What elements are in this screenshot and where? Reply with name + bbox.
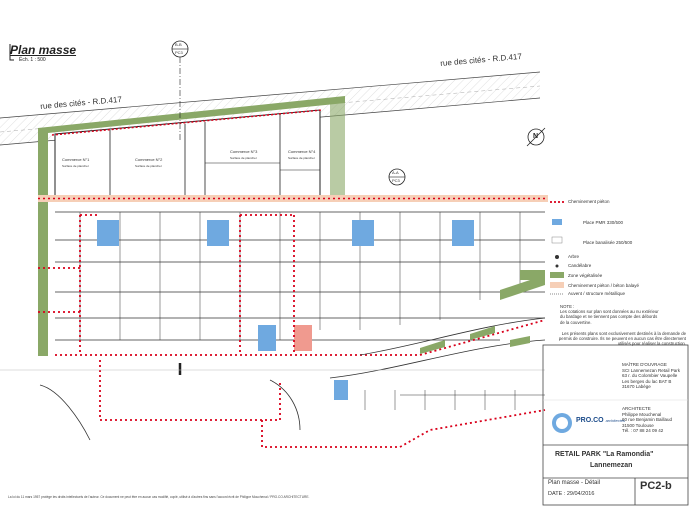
owner-line-3: Les berges du lac BAT B xyxy=(622,378,672,384)
scale-label: Éch. 1 : 500 xyxy=(19,57,46,63)
project-name: RETAIL PARK "La Ramondia" xyxy=(555,451,654,458)
logo-name: PRO.CO xyxy=(576,417,604,424)
disclaimer-line-1: Les présents plans sont exclusivement de… xyxy=(561,331,686,336)
green-band-left xyxy=(38,128,48,356)
owner-line-2: 63 r. du Colombier Vaupelle xyxy=(622,373,678,378)
owner-title: MAÎTRE D'OUVRAGE xyxy=(622,362,667,367)
architect-line-4: Tél. : 07 88 24 09 42 xyxy=(622,428,664,433)
architect-line-2: 60 rue Benjamin Baillaud xyxy=(622,417,673,422)
architect-line-1: Philippe Mouchenal xyxy=(622,411,662,417)
north-label: N xyxy=(533,133,539,140)
building-4-name: Commerce N°4 xyxy=(288,149,316,154)
architect-title: ARCHITECTE xyxy=(622,406,651,411)
copyright-footer: La loi du 11 mars 1957 protège les droit… xyxy=(8,495,310,499)
notes: NOTE : Les cotations sur plan sont donné… xyxy=(560,304,685,325)
disclaimer-line-3: utilisés pour réaliser la construction. xyxy=(617,341,686,347)
notes-line-1: Les cotations sur plan sont données au n… xyxy=(560,309,659,315)
legend-tree: Arbre xyxy=(568,254,580,259)
page-title: Plan masse xyxy=(10,43,77,57)
section-marker-right-letter: A-A xyxy=(392,170,399,175)
logo-text: PRO.CO architectes xyxy=(576,417,625,424)
legend-green-zone: Zone végétalisée xyxy=(568,273,603,278)
building-2-sub: Surface de plancher xyxy=(135,164,162,168)
building-4-sub: Surface de plancher xyxy=(288,156,315,160)
section-marker-right xyxy=(388,168,406,186)
notes-line-3: de la couvertine. xyxy=(560,319,592,325)
disclaimer-line-2: permis de construire. Ils ne peuvent en … xyxy=(558,336,686,342)
architect-logo xyxy=(552,413,572,433)
notes-line-2: du bardage et ne tiennent pas compte des… xyxy=(560,314,658,320)
green-band-top xyxy=(38,96,345,134)
owner-block: MAÎTRE D'OUVRAGE SCI Lannemezan Retail P… xyxy=(622,362,680,390)
building-2-name: Commerce N°2 xyxy=(135,157,163,162)
notes-head: NOTE : xyxy=(560,304,575,309)
legend-pmr: Place PMR 330/500 xyxy=(583,220,624,225)
project-city: Lannemezan xyxy=(590,462,633,469)
architect-block: ARCHITECTE Philippe Mouchenal 60 rue Ben… xyxy=(622,406,672,434)
sheet-title: Plan masse - Détail xyxy=(548,480,601,486)
owner-line-1: SCI Lannemezan Retail Park xyxy=(622,367,681,373)
legend-symbols xyxy=(550,201,565,295)
section-marker-right-ref: PC3 xyxy=(392,178,400,183)
sheet-date: DATE : 29/04/2016 xyxy=(548,491,595,497)
legend-standard-place: Place banalisée 250/500 xyxy=(583,240,633,245)
legend-pedestrian: Cheminement piéton xyxy=(568,199,610,204)
legend-awning: Auvent / structure métallique xyxy=(568,291,626,296)
logo-sub: architectes xyxy=(605,418,625,423)
section-marker-top-letter: B-B xyxy=(175,42,182,47)
architect-line-3: 31500 Toulouse xyxy=(622,422,654,428)
building-3-name: Commerce N°3 xyxy=(230,149,258,154)
owner-line-4: 31670 Labège xyxy=(622,384,651,389)
section-marker-top xyxy=(171,40,189,140)
legend-candelabra: Candélabre xyxy=(568,263,592,268)
sheet-code: PC2-b xyxy=(640,480,672,492)
building-1-sub: Surface de plancher xyxy=(62,164,89,168)
building-1-name: Commerce N°1 xyxy=(62,157,90,162)
building-3-sub: Surface de plancher xyxy=(230,156,257,160)
north-arrow-icon xyxy=(526,127,546,147)
notes-disclaimer: Les présents plans sont exclusivement de… xyxy=(548,331,686,347)
section-marker-top-ref: PC3 xyxy=(175,50,183,55)
legend-concrete-path: Cheminement piéton / béton balayé xyxy=(568,283,640,288)
